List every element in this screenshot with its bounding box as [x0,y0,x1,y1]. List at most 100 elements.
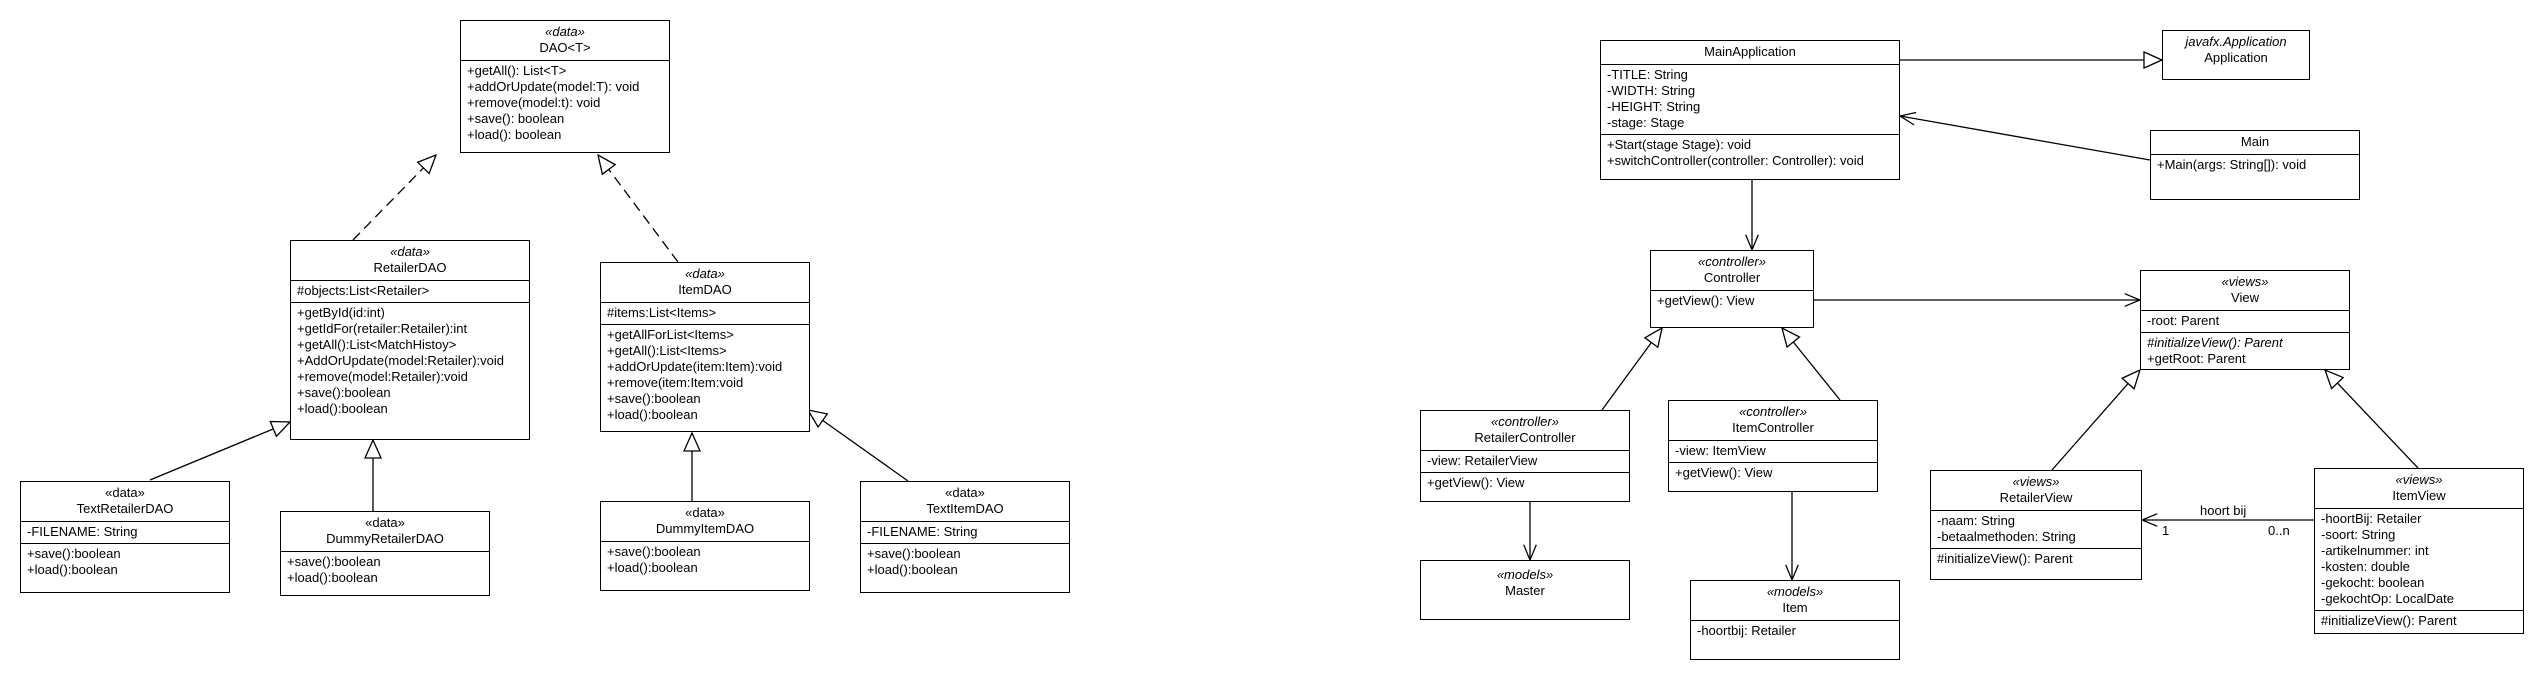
method: +getById(id:int) [297,305,385,320]
method: +addOrUpdate(model:T): void [467,79,640,94]
attribute: -FILENAME: String [867,524,978,539]
class-mainapplication: MainApplication -TITLE: String -WIDTH: S… [1600,40,1900,180]
attribute: -betaalmethoden: String [1937,529,2076,544]
realization-retailerdao-dao [352,155,436,241]
class-name: Item [1782,600,1808,615]
realization-itemdao-dao [598,155,679,263]
source-multiplicity: 1 [2162,523,2170,538]
method: +save():boolean [607,544,701,559]
attribute: -naam: String [1937,513,2016,528]
method: #initializeView(): Parent [1937,551,2073,566]
class-main: Main +Main(args: String[]): void [2150,130,2360,200]
methods-section: +Start(stage Stage): void +switchControl… [1601,134,1899,172]
method: +getView(): View [1675,465,1773,480]
class-name: TextRetailerDAO [76,501,174,516]
methods-section: +getAll(): List<T> +addOrUpdate(model:T)… [461,60,669,146]
method: +getAllForList<Items> [607,327,734,342]
class-name: ItemView [2392,488,2446,503]
methods-section: +getView(): View [1669,462,1877,484]
method: +save():boolean [287,554,381,569]
class-name: RetailerDAO [373,260,447,275]
class-itemview: «views»ItemView -hoortBij: Retailer -soo… [2314,468,2524,634]
attribute: -HEIGHT: String [1607,99,1701,114]
class-name: View [2231,290,2259,305]
class-name: DAO<T> [539,40,591,55]
generalization-itemview-view [2325,370,2419,469]
stereotype: «controller» [1698,254,1766,269]
attributes-section: #items:List<Items> [601,302,809,324]
attributes-section: -FILENAME: String [861,521,1069,543]
method: +save():boolean [297,385,391,400]
methods-section: +Main(args: String[]): void [2151,154,2359,176]
method: +save():boolean [607,391,701,406]
method: +getAll():List<Items> [607,343,727,358]
method: +getRoot: Parent [2147,351,2246,366]
class-retailerview: «views»RetailerView -naam: String -betaa… [1930,470,2142,580]
class-name: Main [2240,134,2270,149]
method: +getView(): View [1657,293,1755,308]
class-textitemdao: «data»TextItemDAO -FILENAME: String +sav… [860,481,1070,593]
class-textretailerdao: «data»TextRetailerDAO -FILENAME: String … [20,481,230,593]
attribute: -gekochtOp: LocalDate [2321,591,2454,606]
class-name: Controller [1703,270,1761,285]
method: +load():boolean [867,562,958,577]
class-dao: «data»DAO<T> +getAll(): List<T> +addOrUp… [460,20,670,153]
method: +remove(model:Retailer):void [297,369,468,384]
attribute: -gekocht: boolean [2321,575,2425,590]
method: +getAll():List<MatchHistoy> [297,337,457,352]
attributes-section: -view: RetailerView [1421,450,1629,472]
association-main-mainapplication [1900,116,2151,161]
attribute: -soort: String [2321,527,2396,542]
attributes-section: -TITLE: String -WIDTH: String -HEIGHT: S… [1601,64,1899,134]
method: +load():boolean [287,570,378,585]
method: +AddOrUpdate(model:Retailer):void [297,353,505,368]
methods-section: +getAllForList<Items> +getAll():List<Ite… [601,324,809,426]
method: +switchController(controller: Controller… [1607,153,1864,168]
attribute: -WIDTH: String [1607,83,1696,98]
class-dummyretailerdao: «data»DummyRetailerDAO +save():boolean +… [280,511,490,596]
stereotype: «models» [1496,567,1554,582]
stereotype: «data» [685,266,725,281]
attribute: -TITLE: String [1607,67,1688,82]
attribute: -hoortbij: Retailer [1697,623,1796,638]
class-retailerdao: «data»RetailerDAO #objects:List<Retailer… [290,240,530,440]
stereotype: «views» [2395,472,2443,487]
method: +getIdFor(retailer:Retailer):int [297,321,468,336]
stereotype: «data» [945,485,985,500]
association-label: hoort bij [2200,503,2247,518]
attribute: -kosten: double [2321,559,2410,574]
class-retailercontroller: «controller»RetailerController -view: Re… [1420,410,1630,502]
attribute: -root: Parent [2147,313,2220,328]
stereotype: «controller» [1491,414,1559,429]
attributes-section: -view: ItemView [1669,440,1877,462]
class-name: DummyItemDAO [655,521,755,536]
method: +load():boolean [607,407,698,422]
stereotype: «views» [2221,274,2269,289]
attribute: -view: RetailerView [1427,453,1538,468]
methods-section: #initializeView(): Parent [2315,610,2523,632]
method: +remove(item:Item:void [607,375,744,390]
method: +save():boolean [867,546,961,561]
stereotype: javafx.Application [2185,34,2287,49]
method: +Main(args: String[]): void [2157,157,2307,172]
method: +load():boolean [27,562,118,577]
attributes-section: -hoortbij: Retailer [1691,620,1899,642]
generalization-textretailerdao [149,422,290,481]
class-itemdao: «data»ItemDAO #items:List<Items> +getAll… [600,262,810,432]
stereotype: «views» [2012,474,2060,489]
class-name: RetailerController [1474,430,1576,445]
attribute: -artikelnummer: int [2321,543,2429,558]
stereotype: «models» [1766,584,1824,599]
class-name: TextItemDAO [926,501,1004,516]
attributes-section: -root: Parent [2141,310,2349,332]
attributes-section: -FILENAME: String [21,521,229,543]
attribute: #objects:List<Retailer> [297,283,430,298]
attributes-section: -hoortBij: Retailer -soort: String -arti… [2315,508,2523,610]
target-multiplicity: 0..n [2268,523,2290,538]
class-master: «models»Master [1420,560,1630,620]
attribute: -hoortBij: Retailer [2321,511,2422,526]
attributes-section: #objects:List<Retailer> [291,280,529,302]
stereotype: «data» [390,244,430,259]
generalization-itemcontroller [1782,328,1841,401]
